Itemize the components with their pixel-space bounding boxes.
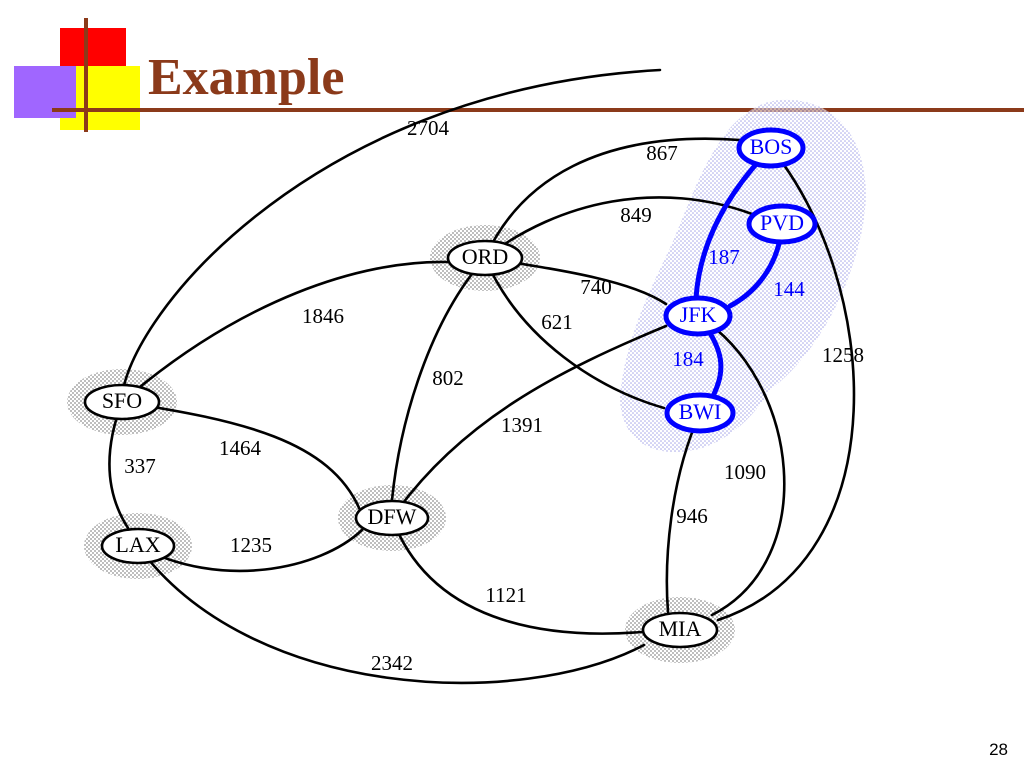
edge-lax-dfw	[136, 528, 364, 573]
node-shape-bwi	[664, 392, 736, 434]
node-bwi: BWI	[664, 392, 736, 434]
node-shape-lax	[100, 527, 176, 565]
node-ord: ORD	[446, 239, 524, 277]
edge-sfo-ord	[120, 260, 450, 404]
edge-weight-sfo-bos: 2704	[407, 116, 450, 140]
edge-weight-dfw-jfk: 1391	[501, 413, 543, 437]
edge-ord-pvd	[483, 196, 754, 260]
edge-weight-sfo-lax: 337	[124, 454, 156, 478]
edge-weight-jfk-mia: 1090	[724, 460, 766, 484]
edge-sfo-bos	[120, 68, 662, 404]
edge-weight-jfk-bwi: 184	[672, 347, 704, 371]
node-label-bwi: BWI	[679, 399, 722, 424]
node-jfk: JFK	[663, 295, 733, 337]
edge-weight-sfo-dfw: 1464	[219, 436, 262, 460]
node-label-bos: BOS	[750, 134, 793, 159]
edge-weight-lax-dfw: 1235	[230, 533, 272, 557]
edge-dfw-jfk	[390, 324, 668, 520]
edge-weight-ord-bwi: 621	[541, 310, 573, 334]
node-label-pvd: PVD	[760, 210, 804, 235]
edge-jfk-mia	[696, 314, 786, 617]
node-shape-sfo	[83, 383, 161, 421]
page-number: 28	[989, 740, 1008, 759]
slide-title: Example	[148, 49, 345, 106]
edge-weight-ord-jfk: 740	[580, 275, 612, 299]
edge-weight-lax-mia: 2342	[371, 651, 413, 675]
highlight-region	[620, 99, 866, 453]
node-label-mia: MIA	[659, 616, 702, 641]
node-mia: MIA	[641, 611, 719, 649]
node-label-lax: LAX	[115, 532, 160, 557]
node-dfw: DFW	[354, 499, 430, 537]
edge-bos-mia	[716, 146, 856, 622]
node-shape-jfk	[663, 295, 733, 337]
title-decoration	[14, 18, 1024, 132]
edge-sfo-lax	[108, 400, 130, 530]
edge-weight-pvd-jfk: 144	[773, 277, 805, 301]
node-shape-dfw	[354, 499, 430, 537]
edge-sfo-dfw	[120, 400, 362, 512]
edge-ord-dfw	[390, 256, 487, 502]
node-shape-pvd	[746, 203, 818, 245]
edge-weight-ord-pvd: 849	[620, 203, 652, 227]
node-sfo: SFO	[83, 383, 161, 421]
edge-weight-dfw-mia: 1121	[485, 583, 526, 607]
edge-weight-bos-mia: 1258	[822, 343, 864, 367]
edge-weight-ord-bos: 867	[646, 141, 678, 165]
node-bos: BOS	[736, 127, 806, 169]
node-shape-mia	[641, 611, 719, 649]
node-label-sfo: SFO	[102, 388, 142, 413]
edge-weight-bwi-mia: 946	[676, 504, 708, 528]
edge-weight-sfo-ord: 1846	[302, 304, 344, 328]
node-lax: LAX	[100, 527, 176, 565]
edge-weight-ord-dfw: 802	[432, 366, 464, 390]
edge-dfw-mia	[390, 516, 644, 635]
node-label-jfk: JFK	[680, 302, 717, 327]
edge-lax-mia	[136, 544, 646, 685]
edge-weight-bos-jfk: 187	[708, 245, 740, 269]
node-pvd: PVD	[746, 203, 818, 245]
edge-ord-bos	[483, 137, 742, 260]
node-label-dfw: DFW	[368, 504, 417, 529]
edge-bwi-mia	[665, 411, 702, 614]
edge-ord-bwi	[483, 256, 666, 410]
node-shape-ord	[446, 239, 524, 277]
node-label-ord: ORD	[462, 244, 508, 269]
node-shape-bos	[736, 127, 806, 169]
